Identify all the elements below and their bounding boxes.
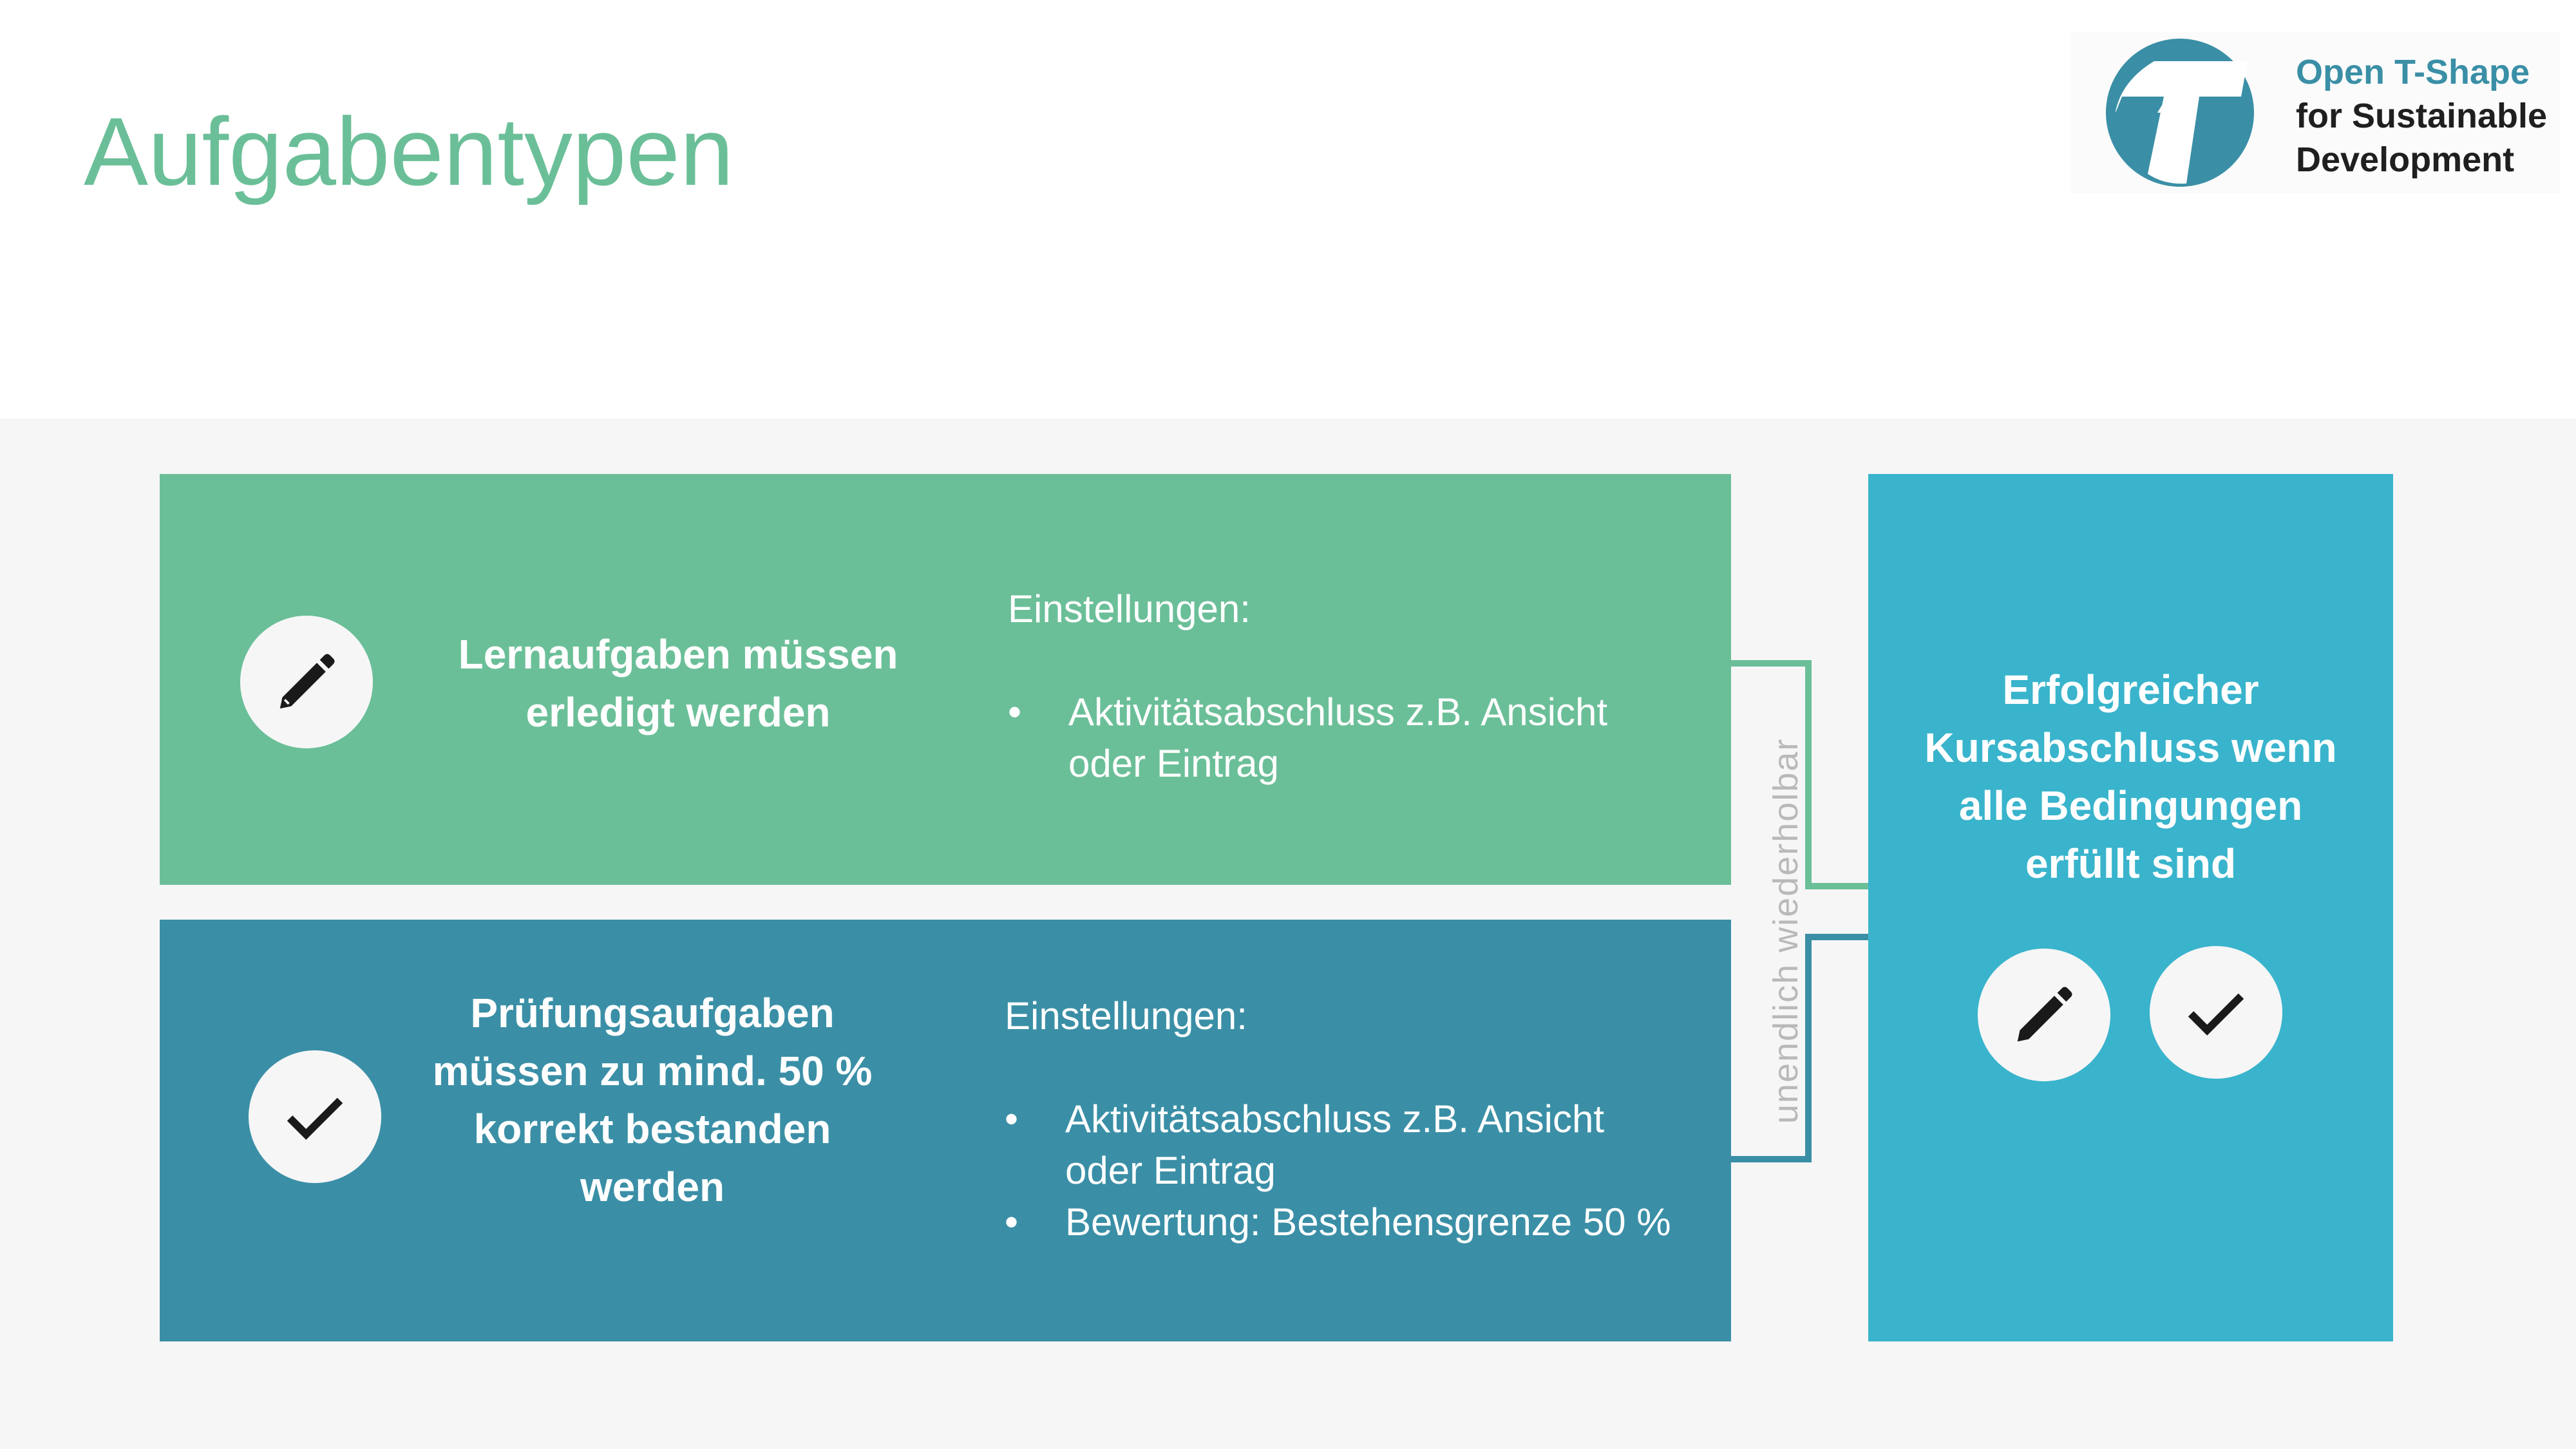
list-item: • Aktivitätsabschluss z.B. Ansicht oder … [1008, 690, 1608, 785]
exam-heading-line-1: Prüfungsaufgaben [470, 990, 835, 1036]
exam-settings-label: Einstellungen: [1005, 994, 1247, 1037]
checkmark-icon [2150, 946, 2282, 1079]
checkmark-icon [249, 1050, 381, 1183]
pencil-icon [1978, 949, 2110, 1081]
repeatable-label: unendlich wiederholbar [1766, 737, 1805, 1124]
learning-settings-label: Einstellungen: [1008, 587, 1251, 630]
exam-heading-line-4: werden [580, 1164, 725, 1210]
logo-line-2: for Sustainable [2296, 97, 2548, 135]
exam-heading-line-2: müssen zu mind. 50 % [432, 1048, 873, 1094]
brand-logo: Open T-Shape for Sustainable Development [2070, 32, 2560, 193]
course-completion-box: Erfolgreicher Kursabschluss wenn alle Be… [1868, 474, 2393, 1341]
learning-heading-line-1: Lernaufgaben müssen [458, 631, 898, 677]
exam-tasks-box: Prüfungsaufgaben müssen zu mind. 50 % ko… [160, 920, 1731, 1341]
list-item: • Aktivitätsabschluss z.B. Ansicht oder … [1005, 1097, 1605, 1192]
exam-heading-line-3: korrekt bestanden [473, 1106, 831, 1152]
pencil-icon [240, 616, 373, 748]
learning-heading-line-2: erledigt werden [526, 689, 831, 735]
learning-tasks-box: Lernaufgaben müssen erledigt werden Eins… [160, 474, 1731, 885]
t-shape-logo-icon [2106, 39, 2254, 187]
page-title: Aufgabentypen [84, 97, 734, 205]
result-line-1: Erfolgreicher [2002, 667, 2259, 713]
logo-line-1: Open T-Shape [2296, 53, 2530, 91]
list-item: • Bewertung: Bestehensgrenze 50 % [1005, 1200, 1671, 1244]
result-line-3: alle Bedingungen [1958, 782, 2303, 829]
logo-line-3: Development [2296, 140, 2515, 179]
result-line-2: Kursabschluss wenn [1924, 724, 2337, 771]
result-line-4: erfüllt sind [2025, 840, 2237, 887]
